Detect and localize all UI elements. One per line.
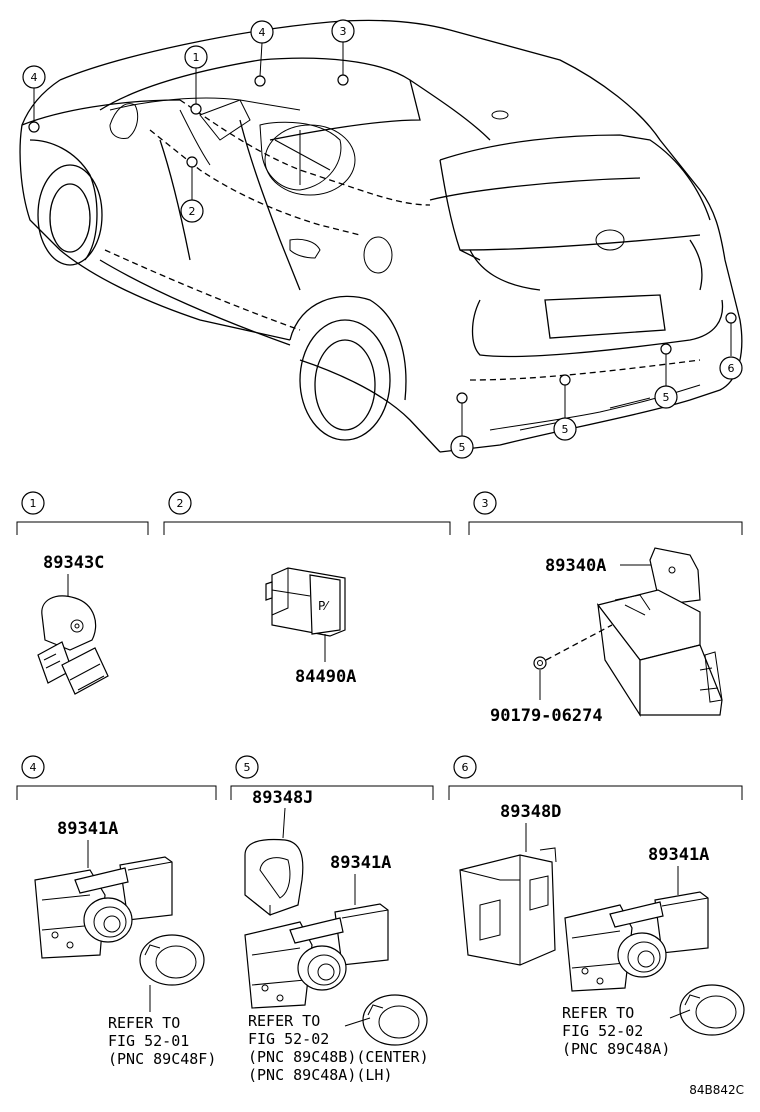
reference-5-line2: FIG 52-02 — [248, 1030, 329, 1048]
part-89348J: 89348J — [252, 788, 313, 808]
callout-6: 6 — [728, 362, 735, 375]
callout-4a: 4 — [31, 71, 38, 84]
callout-2: 2 — [189, 205, 196, 218]
section-4-number: 4 — [30, 761, 37, 774]
reference-5-line1: REFER TO — [248, 1012, 320, 1030]
callout-5c: 5 — [663, 391, 670, 404]
callout-5b: 5 — [562, 423, 569, 436]
part-89348D: 89348D — [500, 802, 561, 822]
part-84490A: 84490A — [295, 667, 356, 687]
section-5: 5 89348J 89341A REFER TO — [230, 755, 434, 1084]
section-6: 6 89348D 89341A — [448, 755, 745, 1058]
part-89341A-6: 89341A — [648, 845, 709, 865]
retainer-ring-icon — [139, 934, 205, 986]
section-2: 2 P⁄ 84490A — [163, 491, 451, 687]
part-89343C: 89343C — [43, 553, 104, 573]
section-1-number: 1 — [30, 497, 37, 510]
park-assist-switch-icon: P⁄ — [265, 567, 346, 637]
ultrasonic-sensor-icon — [34, 856, 173, 959]
retainer-ring-icon — [362, 994, 428, 1046]
section-3: 3 89340A 90179-06274 — [468, 491, 743, 726]
section-6-number: 6 — [462, 761, 469, 774]
section-1: 1 89343C — [16, 491, 149, 695]
part-89341A-5: 89341A — [330, 853, 391, 873]
section-3-number: 3 — [482, 497, 489, 510]
reference-4-line3: (PNC 89C48F) — [108, 1050, 216, 1068]
diagram-code: 84B842C — [689, 1083, 744, 1097]
sensor-bracket-icon — [244, 838, 304, 917]
ultrasonic-sensor-icon — [244, 903, 389, 1009]
reference-6-line1: REFER TO — [562, 1004, 634, 1022]
sensor-bracket-icon — [459, 847, 557, 966]
section-5-number: 5 — [244, 761, 251, 774]
retainer-ring-icon — [679, 984, 745, 1036]
section-2-number: 2 — [177, 497, 184, 510]
steering-angle-sensor-icon — [37, 595, 109, 695]
reference-4-line1: REFER TO — [108, 1014, 180, 1032]
reference-5-line3: (PNC 89C48B)(CENTER) — [248, 1048, 429, 1066]
part-90179-06274: 90179-06274 — [490, 706, 603, 726]
reference-6-line2: FIG 52-02 — [562, 1022, 643, 1040]
part-89340A: 89340A — [545, 556, 606, 576]
ultrasonic-sensor-icon — [564, 891, 709, 992]
part-89341A-4: 89341A — [57, 819, 118, 839]
vehicle-illustration — [19, 19, 743, 453]
section-4: 4 89341A REFER TO FIG 52-01 (PNC 89C48F) — [16, 755, 217, 1068]
callout-1: 1 — [193, 51, 200, 64]
reference-6-line3: (PNC 89C48A) — [562, 1040, 670, 1058]
callout-bubbles: 4 1 2 4 3 5 5 5 6 — [22, 19, 743, 459]
callout-5a: 5 — [459, 441, 466, 454]
parking-assist-ecu-icon — [596, 547, 723, 718]
reference-5-line4: (PNC 89C48A)(LH) — [248, 1066, 393, 1084]
reference-4-line2: FIG 52-01 — [108, 1032, 189, 1050]
switch-label: P⁄ — [318, 599, 330, 613]
bolt-icon — [533, 624, 613, 670]
callout-4b: 4 — [259, 26, 266, 39]
callout-3: 3 — [340, 25, 347, 38]
